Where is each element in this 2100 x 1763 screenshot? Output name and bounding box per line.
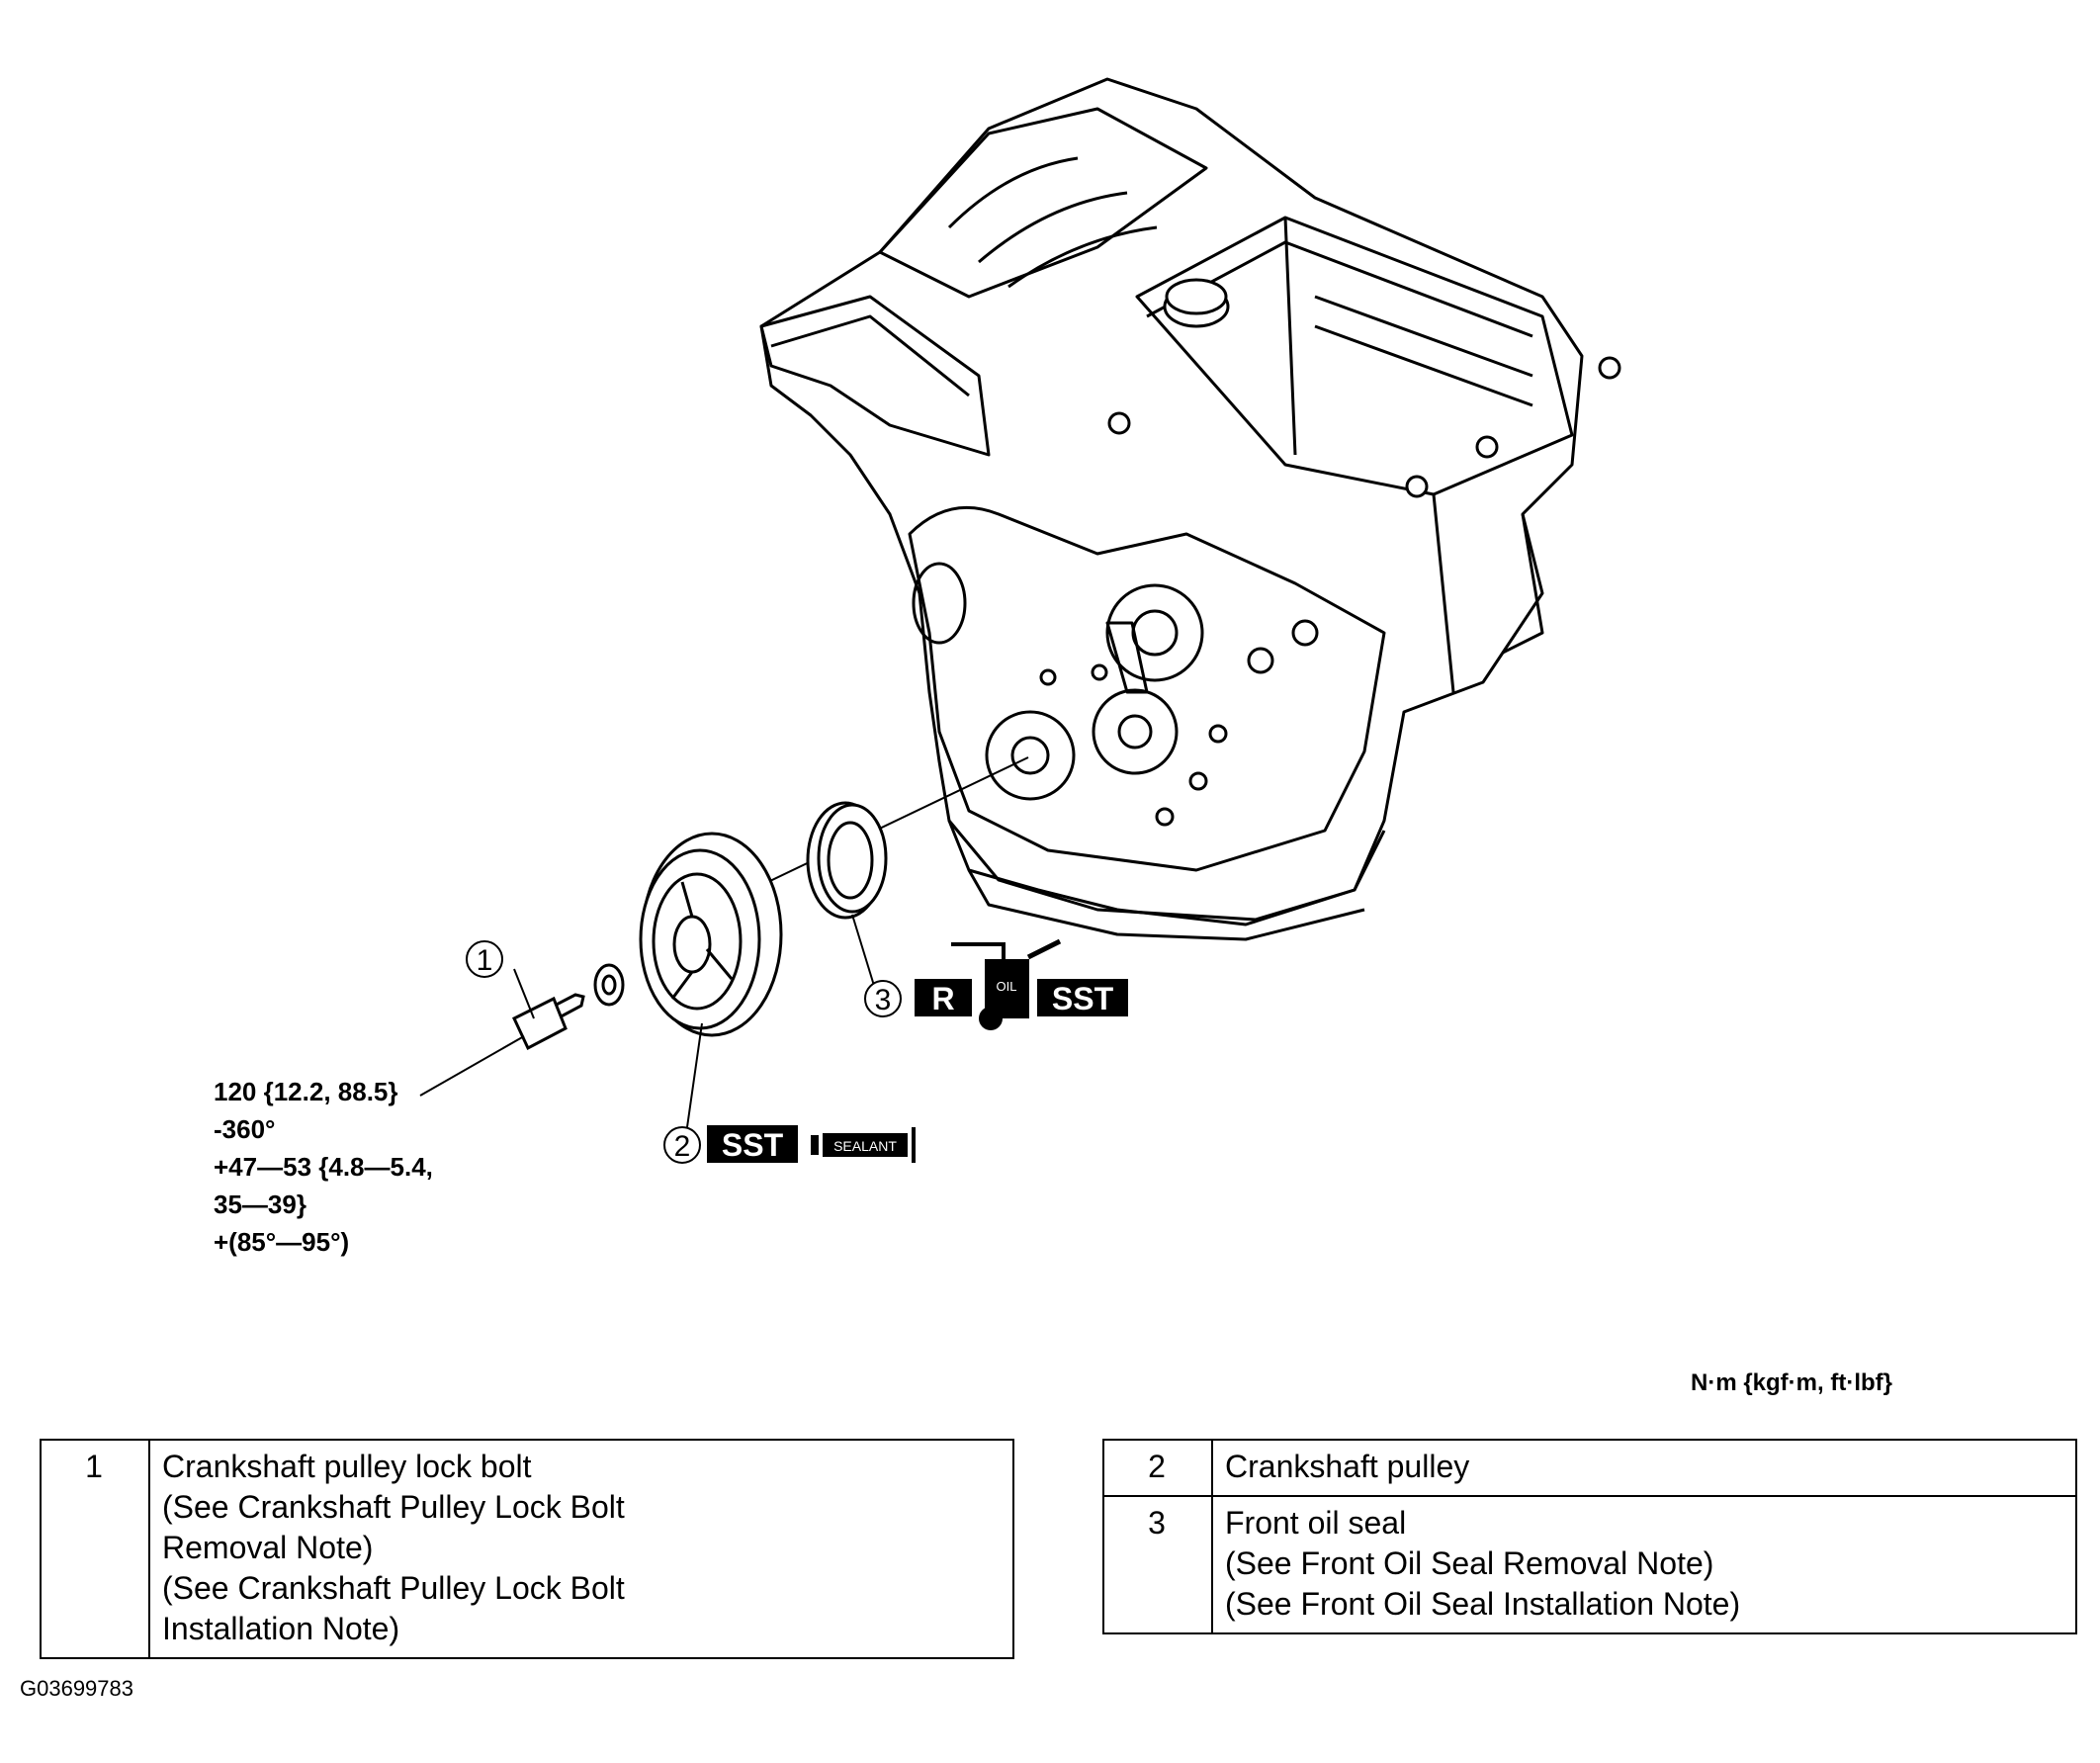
callout-3: 3	[864, 980, 902, 1017]
part-description-line: Front oil seal	[1225, 1505, 1407, 1541]
leader-line-torque	[419, 1035, 525, 1097]
torque-line: +47—53 {4.8—5.4,	[214, 1152, 433, 1182]
part-description-line: Removal Note)	[162, 1530, 374, 1565]
engine-illustration	[759, 77, 1621, 941]
crankshaft-pulley	[639, 832, 783, 1037]
parts-table-right: 2 Crankshaft pulley 3 Front oil seal (Se…	[1102, 1439, 2077, 1634]
torque-line: -360°	[214, 1114, 276, 1144]
sst-badge-3: SST	[1037, 979, 1128, 1016]
part-description-line: Installation Note)	[162, 1611, 400, 1646]
part-number: 2	[1102, 1439, 1213, 1497]
torque-units: N·m {kgf·m, ft·lbf}	[1691, 1369, 1892, 1396]
torque-spec: 120 {12.2, 88.5} -360° +47—53 {4.8—5.4, …	[214, 1073, 433, 1261]
washer	[593, 963, 625, 1007]
oil-can-icon: OIL	[951, 938, 1062, 1030]
crankshaft-pulley-lock-bolt	[512, 993, 585, 1051]
replace-badge: R	[915, 979, 972, 1016]
replace-badge-label: R	[931, 981, 954, 1016]
callout-2: 2	[663, 1126, 701, 1164]
callout-2-label: 2	[674, 1130, 691, 1163]
oil-can-label: OIL	[997, 979, 1017, 994]
part-number: 1	[40, 1439, 150, 1659]
exploded-parts	[419, 756, 1029, 1128]
callout-1-label: 1	[477, 944, 493, 977]
part-description: Crankshaft pulley	[1211, 1439, 2077, 1497]
leader-line-2	[686, 1022, 703, 1128]
sealant-tube-label: SEALANT	[833, 1138, 897, 1154]
sst-badge-2: SST	[707, 1125, 798, 1163]
sst-badge-2-label: SST	[722, 1127, 784, 1163]
parts-table-left: 1 Crankshaft pulley lock bolt (See Crank…	[40, 1439, 1014, 1659]
callout-1: 1	[466, 940, 503, 978]
sst-badge-3-label: SST	[1052, 981, 1114, 1016]
callout-3-label: 3	[875, 984, 892, 1016]
part-description-line: (See Crankshaft Pulley Lock Bolt	[162, 1489, 625, 1525]
torque-line: 120 {12.2, 88.5}	[214, 1077, 398, 1106]
part-number: 3	[1102, 1495, 1213, 1634]
figure-id: G03699783	[20, 1676, 133, 1701]
torque-line: +(85°—95°)	[214, 1227, 350, 1257]
part-description-line: (See Front Oil Seal Removal Note)	[1225, 1545, 1714, 1581]
torque-line: 35—39}	[214, 1190, 306, 1219]
part-description-line: Crankshaft pulley	[1225, 1449, 1470, 1484]
part-description-line: (See Front Oil Seal Installation Note)	[1225, 1586, 1741, 1622]
assembly-centerline	[750, 756, 1029, 891]
sealant-tube-icon: SEALANT	[811, 1127, 916, 1163]
table-row: 3 Front oil seal (See Front Oil Seal Rem…	[1102, 1495, 2077, 1634]
part-description: Front oil seal (See Front Oil Seal Remov…	[1211, 1495, 2077, 1634]
part-description-line: Crankshaft pulley lock bolt	[162, 1449, 532, 1484]
front-oil-seal	[806, 801, 888, 920]
leader-line-3	[851, 914, 876, 990]
table-row: 1 Crankshaft pulley lock bolt (See Crank…	[40, 1439, 1014, 1659]
table-row: 2 Crankshaft pulley	[1102, 1439, 2077, 1497]
leader-line-1	[513, 968, 535, 1019]
part-description-line: (See Crankshaft Pulley Lock Bolt	[162, 1570, 625, 1606]
part-description: Crankshaft pulley lock bolt (See Cranksh…	[148, 1439, 1014, 1659]
